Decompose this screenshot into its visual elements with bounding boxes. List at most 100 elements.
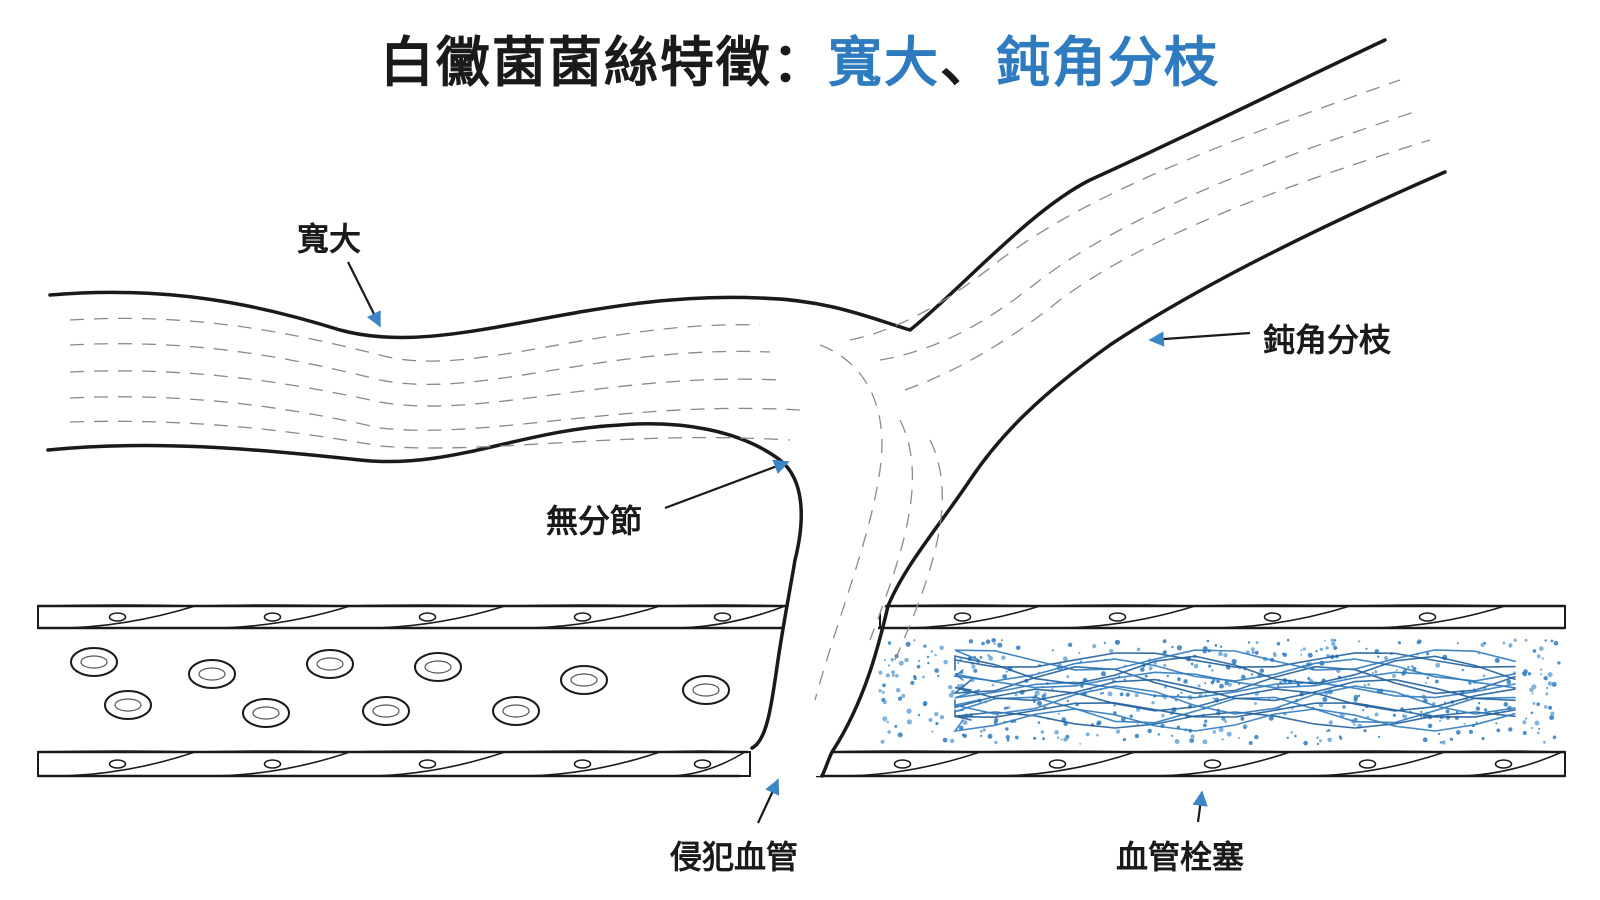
red-blood-cell	[104, 690, 152, 720]
fibrin-dot	[1362, 709, 1365, 712]
fibrin-dot	[904, 657, 909, 663]
fibrin-dot	[934, 711, 939, 717]
red-blood-cell-center	[424, 660, 452, 674]
texture-stroke	[814, 344, 883, 701]
fibrin-dot	[1162, 651, 1166, 655]
fibrin-dot	[997, 642, 1003, 648]
fibrin-dot	[1307, 677, 1311, 680]
fibrin-dot	[887, 641, 892, 645]
fibrin-dot	[1034, 690, 1040, 696]
fibrin-dot	[1290, 731, 1293, 734]
texture-stroke	[69, 420, 791, 449]
fibrin-dot	[1247, 641, 1251, 644]
fibrin-dot	[1276, 641, 1281, 646]
fibrin-dot	[1005, 670, 1008, 673]
fibrin-dot	[1204, 719, 1208, 723]
fibrin-dot	[1357, 694, 1361, 697]
fibrin-dot	[981, 641, 985, 646]
cell-nucleus	[573, 612, 592, 622]
fibrin-dot	[1193, 663, 1199, 669]
fibrin-dot	[1125, 692, 1130, 697]
fibrin-dot	[949, 738, 955, 744]
title-main: 白黴菌菌絲特徵：	[380, 31, 828, 94]
fibrin-dot	[991, 638, 996, 643]
fibrin-dot	[1001, 655, 1006, 660]
fibrin-dot	[1540, 668, 1543, 671]
fibrin-dot	[1342, 705, 1346, 709]
fibrin-dot	[883, 659, 887, 662]
fibrin-dot	[942, 737, 948, 743]
fibrin-dot	[1426, 676, 1430, 680]
fibrin-dot	[882, 716, 888, 722]
fibrin-dot	[1319, 647, 1324, 651]
fibrin-dot	[1101, 692, 1104, 695]
fibrin-dot	[948, 685, 953, 690]
fibrin-dot	[1456, 730, 1461, 735]
fibrin-dot	[1163, 663, 1167, 668]
fibrin-dot	[1066, 699, 1070, 703]
texture-stroke	[69, 396, 801, 431]
fibrin-dot	[1536, 654, 1541, 659]
fibrin-dot	[1250, 647, 1255, 652]
red-blood-cell	[560, 665, 608, 695]
fibrin-dot	[882, 700, 887, 705]
fibrin-dot	[1396, 669, 1398, 671]
fibrin-dot	[1300, 649, 1303, 652]
fibrin-dot	[890, 657, 894, 662]
fibrin-dot	[1231, 658, 1237, 665]
fibrin-dot	[1546, 687, 1549, 689]
fibrin-dot	[1107, 691, 1113, 697]
fibrin-dot	[1548, 705, 1553, 710]
hypha-lower-edge	[46, 422, 803, 750]
fibrin-dot	[962, 720, 968, 725]
fibrin-dot	[891, 670, 896, 675]
fibrin-dot	[1322, 697, 1328, 702]
fibrin-dot	[980, 734, 983, 738]
fibrin-dot	[1248, 741, 1253, 745]
fibrin-dot	[939, 645, 944, 651]
fibrin-dot	[1407, 666, 1410, 669]
thrombus	[878, 638, 1561, 746]
fibrin-dot	[1078, 651, 1081, 655]
fibrin-dot	[1101, 671, 1106, 677]
fibrin-dot	[1140, 667, 1145, 672]
fibrin-dot	[1136, 647, 1141, 652]
texture-stroke	[69, 343, 771, 386]
fibrin-dot	[980, 730, 983, 733]
fibrin-dot	[957, 661, 960, 665]
fibrin-dot	[1339, 736, 1343, 740]
fibrin-dot	[1392, 673, 1396, 678]
fibrin-dot	[1171, 645, 1174, 649]
fibrin-dot	[1243, 726, 1247, 730]
fibrin-dot	[1092, 644, 1097, 649]
cell-nucleus	[1108, 612, 1127, 622]
cell-nucleus	[713, 612, 732, 622]
fibrin-dot	[917, 659, 921, 663]
fibrin-dot	[1015, 645, 1021, 651]
fibrin-dot	[1134, 693, 1139, 698]
fibrin-dot	[897, 696, 903, 701]
fibrin-dot	[956, 684, 961, 688]
fibrin-dot	[1161, 713, 1165, 718]
fibrin-dot	[1036, 700, 1043, 706]
red-blood-cell	[492, 696, 540, 726]
fibrin-dot	[1040, 730, 1045, 734]
fibrin-dot	[1353, 694, 1359, 700]
arrow-aseptate	[664, 459, 790, 510]
fibrin-dot	[1006, 738, 1010, 742]
fibrin-dot	[982, 728, 986, 732]
fibrin-dot	[1272, 652, 1277, 656]
fibrin-dot	[1544, 639, 1547, 642]
fibrin-dot	[1543, 676, 1548, 681]
fibrin-dot	[1547, 672, 1553, 678]
fibrin-dot	[1420, 715, 1423, 718]
fibrin-dot	[1014, 693, 1018, 697]
fibrin-dot	[979, 656, 983, 659]
red-blood-cell	[242, 698, 290, 728]
fibrin-dot	[1251, 651, 1255, 654]
fibrin-dot	[1482, 674, 1486, 678]
fibrin-dot	[1180, 691, 1183, 694]
thrombus-hyphal-mesh	[952, 649, 1516, 733]
fibrin-dot	[1206, 639, 1210, 643]
fibrin-dot	[1162, 639, 1167, 644]
